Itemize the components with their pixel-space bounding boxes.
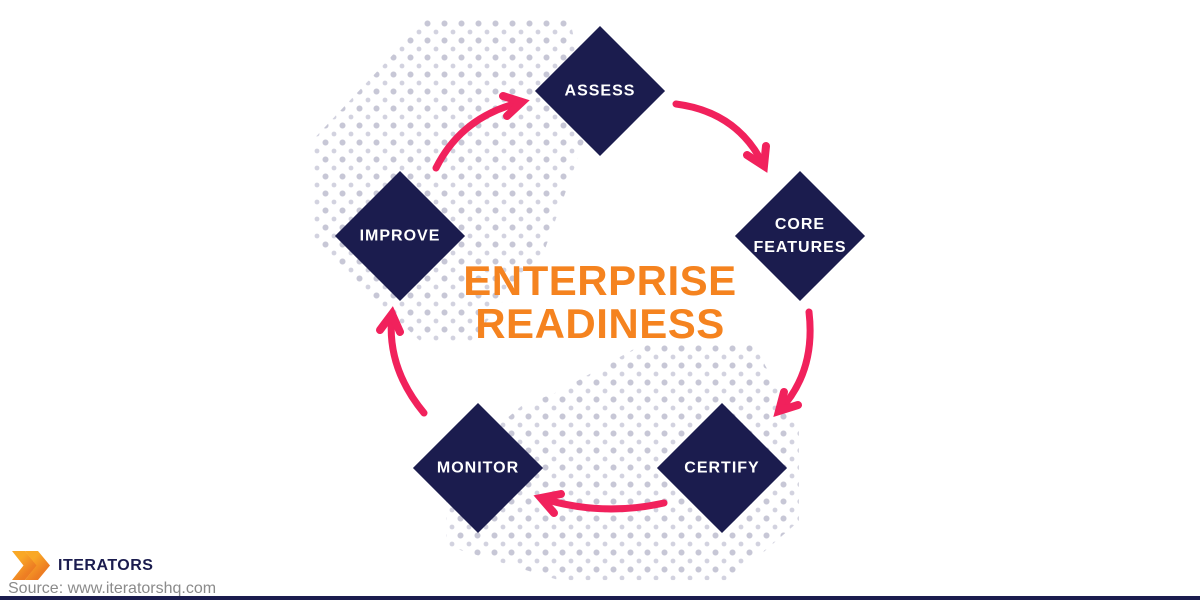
node-core-features: CORE FEATURES [734,170,866,302]
node-certify: CERTIFY [656,402,788,534]
diagram-title-line2: READINESS [475,299,725,347]
node-monitor: MONITOR [412,402,544,534]
node-label: IMPROVE [359,227,441,245]
node-label: ASSESS [564,82,636,100]
node-label: MONITOR [436,459,520,477]
diagram-title: ENTERPRISE READINESS [400,257,800,347]
source-attribution: Source: www.iteratorshq.com [8,580,217,597]
node-label: CORE FEATURES [753,215,847,256]
diagram-title-line1: ENTERPRISE [463,257,737,304]
node-label: CERTIFY [684,459,760,477]
arrow-improve-to-assess [432,92,530,172]
bottom-accent-bar [0,596,1200,600]
node-assess: ASSESS [534,25,666,157]
arrow-monitor-to-improve [376,306,428,417]
iterators-logo: ITERATORS [12,551,153,580]
arrow-core-features-to-certify [773,308,814,417]
node-improve: IMPROVE [334,170,466,302]
arrow-assess-to-core-features [672,100,770,173]
arrow-certify-to-monitor [533,490,668,517]
brand-name: ITERATORS [58,556,154,574]
